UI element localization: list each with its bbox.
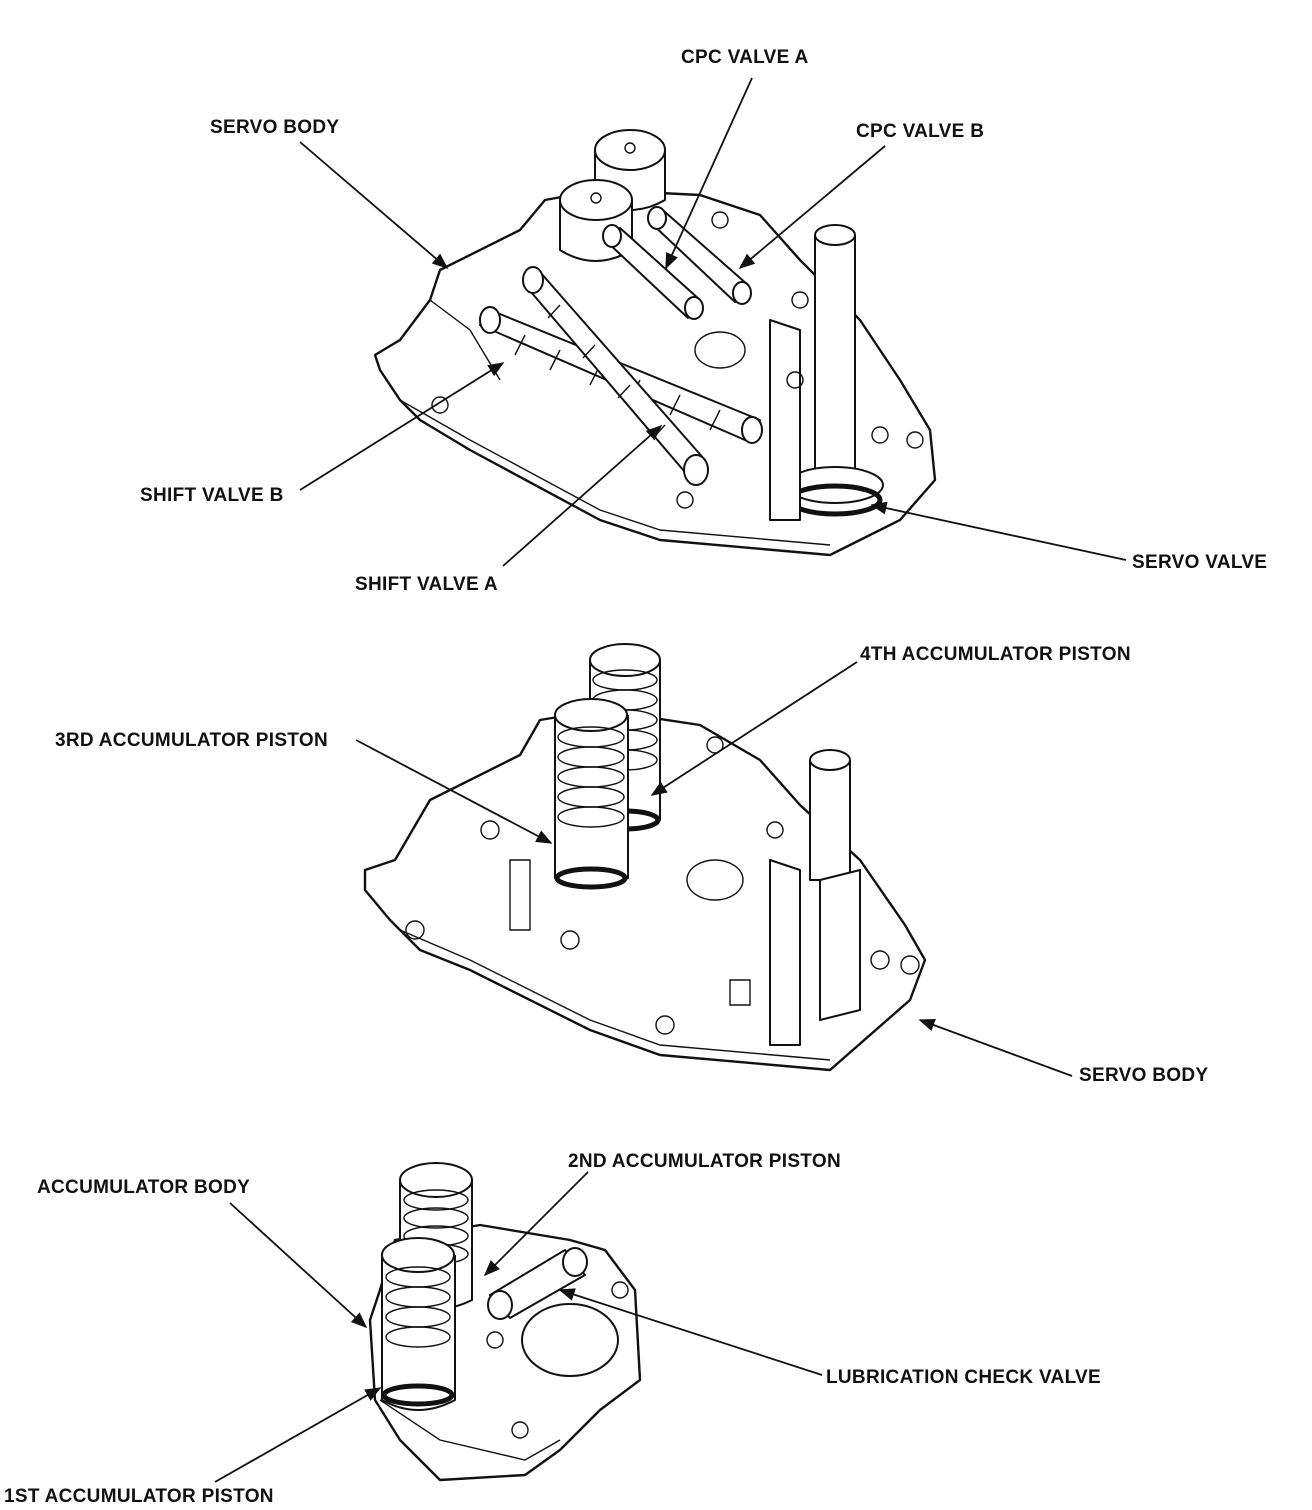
label-cpc-valve-a: CPC VALVE A <box>681 47 809 68</box>
label-shift-valve-b: SHIFT VALVE B <box>140 485 284 506</box>
label-servo-body-middle: SERVO BODY <box>1079 1065 1208 1086</box>
label-cpc-valve-b: CPC VALVE B <box>856 121 984 142</box>
callout-labels: CPC VALVE A SERVO BODY CPC VALVE B SHIFT… <box>4 47 1267 1507</box>
label-shift-valve-a: SHIFT VALVE A <box>355 574 498 595</box>
leader-lines <box>214 77 1127 1483</box>
bolt-holes-middle <box>405 736 920 1035</box>
servo-valve-shaft <box>769 224 884 521</box>
label-lubrication-check-valve: LUBRICATION CHECK VALVE <box>826 1367 1101 1388</box>
bolt-holes-bottom <box>486 1281 629 1439</box>
cpc-valve-a-spool <box>602 224 704 320</box>
1st-accumulator-piston <box>381 1237 456 1411</box>
label-accumulator-body: ACCUMULATOR BODY <box>37 1177 250 1198</box>
cpc-valve-b-spool <box>647 206 752 305</box>
label-4th-accumulator-piston: 4TH ACCUMULATOR PISTON <box>860 644 1131 665</box>
label-2nd-accumulator-piston: 2ND ACCUMULATOR PISTON <box>568 1151 841 1172</box>
lubrication-check-valve <box>487 1247 588 1320</box>
label-servo-body-top: SERVO BODY <box>210 117 339 138</box>
servo-valve-shaft-middle <box>769 749 861 1046</box>
bolt-holes-top <box>431 211 924 509</box>
accumulator-body-bore <box>521 1303 619 1377</box>
3rd-accumulator-piston <box>554 698 629 890</box>
accumulator-body-assembly <box>368 1162 642 1482</box>
label-3rd-accumulator-piston: 3RD ACCUMULATOR PISTON <box>55 730 328 751</box>
servo-body-assembly-top <box>373 129 937 557</box>
label-servo-valve: SERVO VALVE <box>1132 552 1267 573</box>
label-1st-accumulator-piston: 1ST ACCUMULATOR PISTON <box>4 1486 274 1507</box>
servo-body-assembly-middle <box>363 643 927 1072</box>
